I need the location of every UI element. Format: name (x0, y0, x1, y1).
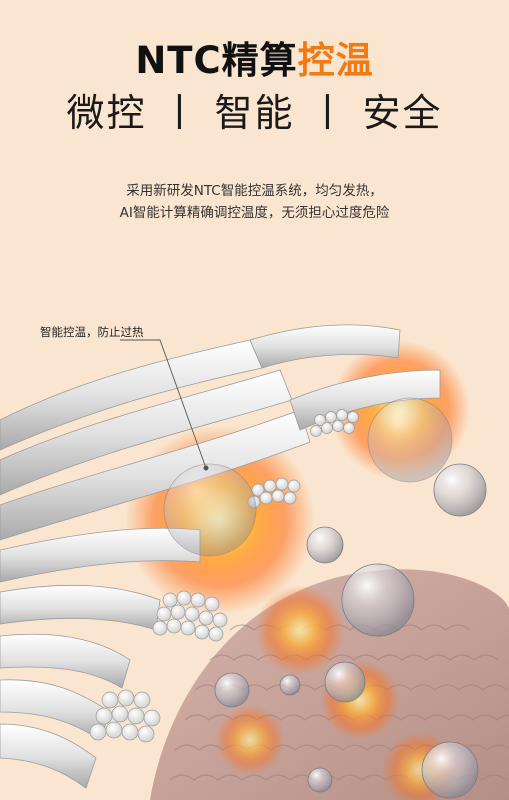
description: 采用新研发NTC智能控温系统，均匀发热， AI智能计算精确调控温度，无须担心过度… (0, 180, 509, 224)
subheadline-separator: 丨 (160, 91, 201, 135)
description-line-1: 采用新研发NTC智能控温系统，均匀发热， (126, 183, 383, 199)
callout-leader-line (120, 339, 209, 471)
subheadline-item-3: 安全 (362, 91, 443, 135)
fiber-bundle-ends (89, 409, 359, 743)
subheadline-separator: 丨 (308, 91, 349, 135)
subheadline-item-2: 智能 (214, 91, 295, 135)
moisture-bubbles (163, 397, 487, 799)
callout-label: 智能控温，防止过热 (40, 325, 144, 339)
headline: NTC精算控温 (0, 36, 509, 86)
subheadline: 微控丨智能丨安全 (0, 88, 509, 138)
subheadline-item-1: 微控 (66, 91, 147, 135)
headline-accent: 控温 (297, 39, 374, 82)
description-line-2: AI智能计算精确调控温度，无须担心过度危险 (119, 205, 390, 221)
heated-fabric-illustration (0, 324, 509, 800)
headline-main: NTC精算 (135, 39, 298, 82)
